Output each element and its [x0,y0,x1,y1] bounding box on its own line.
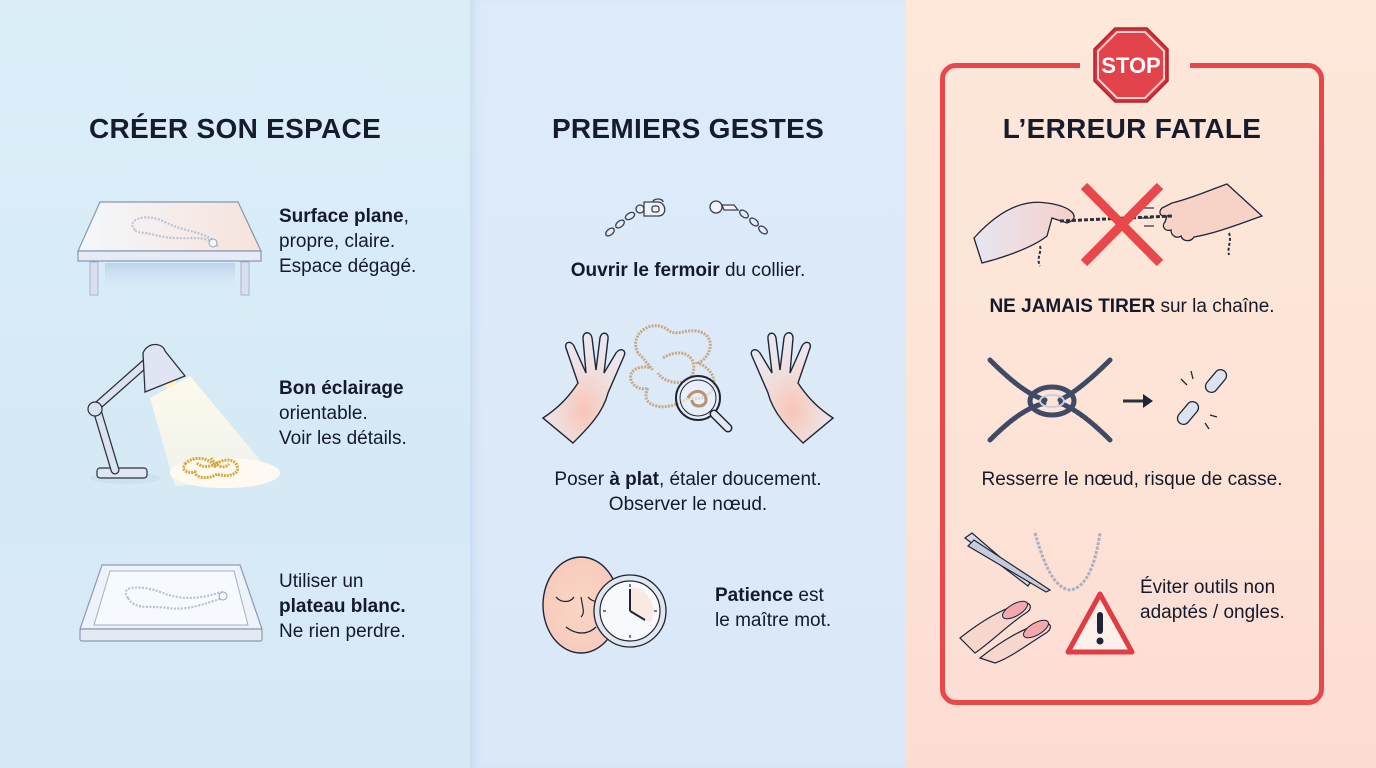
calm-face-clock-icon [542,556,667,654]
section-title: L’ERREUR FATALE [1002,113,1262,144]
panel-creer-son-espace: CRÉER SON ESPACE Surface plane, propre, … [0,0,470,768]
stop-badge-text: STOP [1101,53,1161,78]
item-fermoir: Ouvrir le fermoir du collier. [570,260,806,281]
item-line: adaptés / ongles. [1140,602,1285,623]
knot-to-broken-chain-icon [987,357,1228,443]
hands-magnifier-icon [541,324,835,444]
item-bold: NE JAMAIS TIRER [989,296,1156,317]
item-line: propre, claire. [279,231,396,252]
tweezers-nails-warning-icon [959,532,1135,664]
item-line: Voir les détails. [279,428,407,449]
item-eclairage: Bon éclairage orientable. Voir les détai… [279,376,407,451]
item-line: le maître mot. [715,610,832,631]
item-line: Utiliser un [279,571,364,592]
tray-icon [79,564,263,642]
section-title: PREMIERS GESTES [551,113,825,144]
item-patience: Patience est le maître mot. [715,585,832,631]
item-bold: Patience [715,585,794,606]
item-eviter-outils: Éviter outils non adaptés / ongles. [1140,575,1285,625]
table-icon [77,201,262,296]
item-bold: à plat [609,469,659,490]
item-line: Observer le nœud. [608,494,768,515]
item-bold: plateau blanc. [279,596,406,617]
clasp-icon [605,198,768,237]
item-ne-jamais-tirer: NE JAMAIS TIRER sur la chaîne. [989,296,1275,317]
panel-premiers-gestes: PREMIERS GESTES Ouvrir le fermoir du col… [470,0,906,768]
stop-sign-icon: STOP [1093,27,1169,103]
item-poser: Poser à plat, étaler doucement. Observer… [470,467,906,517]
item-line: Ne rien perdre. [279,621,406,642]
item-resserre: Resserre le nœud, risque de casse. [981,469,1283,490]
item-bold: Bon éclairage [279,378,404,399]
pulling-chain-crossed-icon [973,182,1264,267]
section-title: CRÉER SON ESPACE [88,113,382,144]
item-bold: Ouvrir le fermoir [570,260,720,281]
item-line: Éviter outils non [1140,577,1276,598]
item-surface: Surface plane, propre, claire. Espace dé… [279,206,417,277]
item-plateau: Utiliser un plateau blanc. Ne rien perdr… [279,569,406,644]
desk-lamp-icon [87,343,280,488]
item-line: Espace dégagé. [279,256,417,277]
item-line: orientable. [279,403,368,424]
item-bold: Surface plane [279,206,404,227]
